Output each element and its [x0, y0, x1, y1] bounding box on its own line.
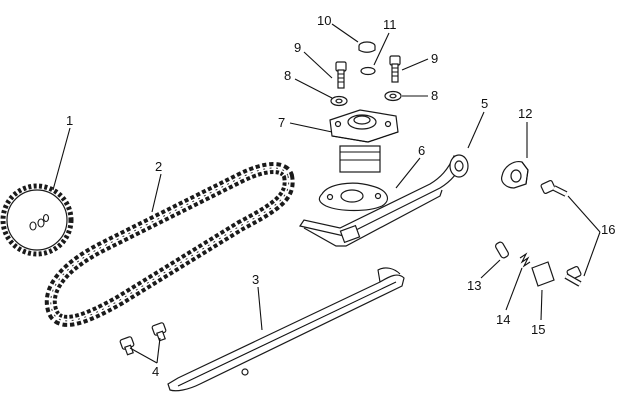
leader-9b: [401, 58, 429, 71]
callout-8-left: 8: [284, 68, 291, 83]
spring-icon: [519, 252, 531, 268]
callout-4: 4: [152, 364, 159, 379]
guide-bolt-icon: [119, 322, 167, 356]
callout-13: 13: [467, 278, 481, 293]
leader-6: [395, 157, 421, 189]
timing-chain-icon: [44, 162, 295, 327]
leader-16b: [583, 231, 601, 277]
tensioner-arm-icon: [299, 154, 469, 247]
callout-labels: 1 2 3 4 5 6 7 8 8 9 9 10 11 12 13 14 15 …: [66, 13, 615, 379]
tensioner-gasket-icon: [318, 182, 389, 212]
leader-15: [540, 289, 543, 321]
tensioner-cap-icon: [358, 41, 376, 53]
bolt-icon: [335, 55, 401, 89]
callout-14: 14: [496, 312, 510, 327]
leader-4a: [129, 347, 158, 364]
washer-icon: [330, 90, 402, 107]
callout-5: 5: [481, 96, 488, 111]
pivot-bracket-icon: [501, 161, 529, 189]
callout-6: 6: [418, 143, 425, 158]
o-ring-icon: [360, 66, 376, 76]
chain-tensioner-icon: [329, 109, 399, 173]
leader-8a: [294, 78, 333, 99]
leader-7: [289, 122, 333, 133]
callout-1: 1: [66, 113, 73, 128]
callout-11: 11: [383, 17, 397, 32]
leader-14: [505, 267, 523, 311]
dowel-pin-icon: [495, 241, 509, 259]
leader-16a: [567, 195, 601, 233]
callout-12: 12: [518, 106, 532, 121]
callout-8-right: 8: [431, 88, 438, 103]
callout-10: 10: [317, 13, 331, 28]
callout-16: 16: [601, 222, 615, 237]
cam-sprocket-icon: [0, 183, 74, 257]
callout-2: 2: [155, 159, 162, 174]
chain-guide-icon: [167, 267, 405, 392]
leader-4b: [156, 337, 161, 364]
leader-lines: [52, 23, 601, 364]
leader-9a: [303, 51, 333, 79]
leader-11: [373, 32, 390, 66]
leader-3: [257, 286, 263, 331]
leader-13: [480, 259, 501, 279]
callout-7: 7: [278, 115, 285, 130]
callout-9-right: 9: [431, 51, 438, 66]
leader-2: [151, 173, 162, 213]
callout-9-left: 9: [294, 40, 301, 55]
callout-3: 3: [252, 272, 259, 287]
callout-15: 15: [531, 322, 545, 337]
lock-plate-icon: [531, 261, 555, 287]
flange-bolt-icon: [540, 179, 582, 287]
leader-10: [331, 23, 359, 43]
leader-5: [467, 111, 485, 149]
leader-1: [52, 127, 71, 191]
